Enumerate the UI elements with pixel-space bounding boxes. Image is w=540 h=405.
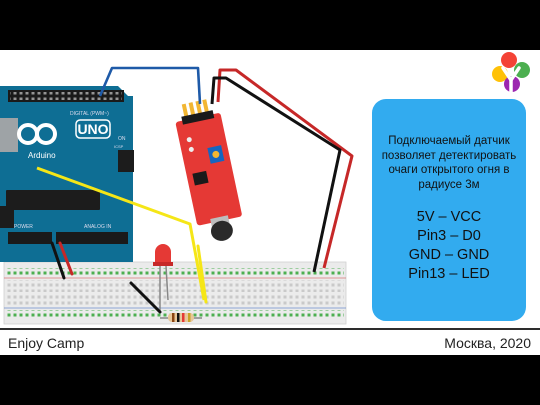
red-led [153, 244, 173, 312]
pin-mapping-item: Pin13 – LED [408, 266, 490, 283]
on-label: ON [118, 136, 126, 142]
microcontroller-chip [6, 190, 100, 210]
power-jack [0, 206, 14, 228]
footer-divider [0, 328, 540, 330]
info-card: Подключаемый датчик позволяет детектиров… [372, 99, 526, 321]
board-brand: Arduino [28, 151, 56, 160]
wire-sensor-black [210, 76, 342, 273]
wire-board-red [58, 241, 74, 276]
pin-mapping-item: Pin3 – D0 [417, 228, 481, 245]
power-label: POWER [14, 224, 33, 230]
analog-label: ANALOG IN [84, 224, 112, 230]
arduino-board: DIGITAL (PWM~) Arduino UNO POWER ANALOG … [0, 86, 134, 262]
icsp-header [118, 150, 134, 172]
sensor-description: Подключаемый датчик позволяет детектиров… [381, 135, 517, 191]
wire-led-black [129, 281, 162, 314]
wire-blue [98, 66, 202, 105]
usb-port [0, 118, 18, 152]
flame-sensor-module [175, 99, 242, 241]
infinity-logo-icon [17, 123, 57, 145]
wire-board-black [50, 241, 66, 280]
ir-receiver [210, 220, 233, 241]
footer-location-year: Москва, 2020 [444, 335, 531, 351]
board-model: UNO [77, 121, 108, 137]
pin-mapping-item: GND – GND [408, 247, 490, 264]
tree-logo-icon [492, 52, 530, 95]
digital-label: DIGITAL (PWM~) [70, 111, 109, 117]
resistor [160, 313, 202, 322]
icsp-label: ICSP [114, 144, 124, 149]
pin-mapping-list: 5V – VCC Pin3 – D0 GND – GND Pin13 – LED [380, 208, 518, 284]
wire-sensor-red [216, 68, 354, 269]
wire-yellow [36, 166, 206, 301]
footer-brand: Enjoy Camp [8, 335, 85, 351]
wire-yellow-jumper [196, 244, 208, 304]
pin-mapping-item: 5V – VCC [416, 209, 482, 226]
